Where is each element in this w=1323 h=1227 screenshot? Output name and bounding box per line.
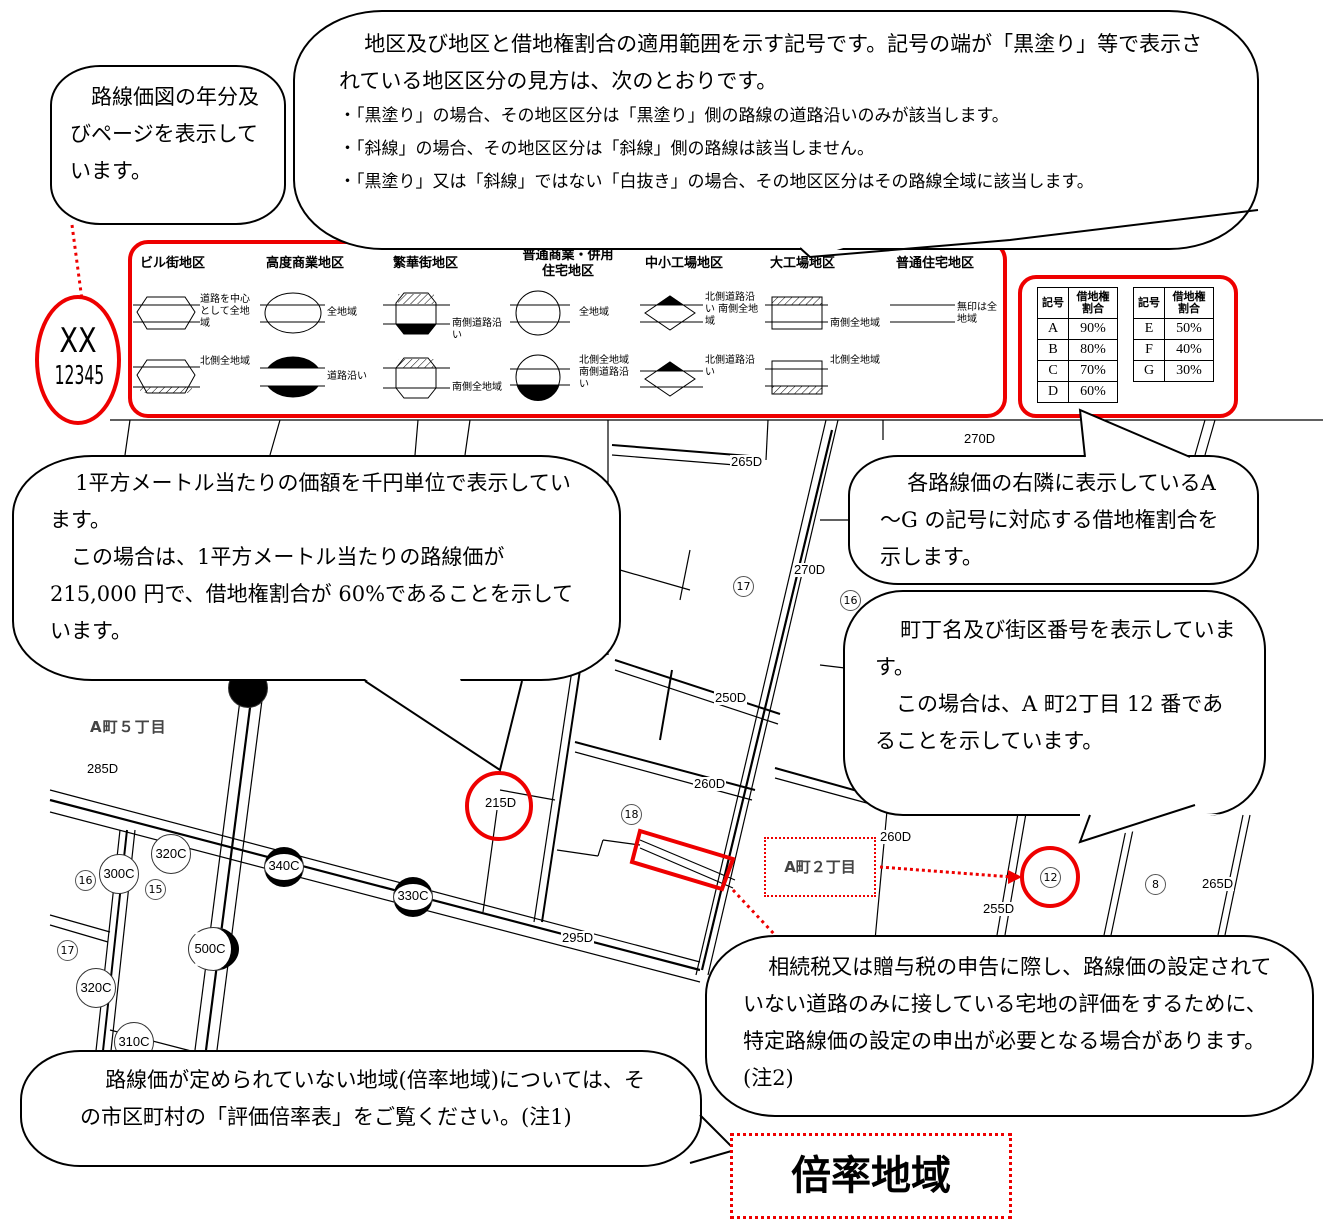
circled-price-300c: 300C (99, 854, 139, 894)
town-label-a2-box: A町２丁目 (764, 837, 876, 897)
legend-note-downtown-1: 南側道路沿い (452, 318, 502, 341)
route-price-265d-right: 265D (1201, 876, 1235, 891)
circled-price-330c: 330C (393, 877, 433, 917)
header-symbol: 記号 (1133, 287, 1165, 319)
legend-note-high-commercial-2: 道路沿い (327, 371, 367, 382)
circled-price-320c: 320C (151, 834, 191, 874)
legend-note-high-commercial-1: 全地域 (327, 307, 357, 318)
legend-note-small-factory-2: 北側道路沿い (705, 355, 755, 378)
legend-title-building: ビル街地区 (140, 256, 206, 271)
page-ref-page: 12345 (54, 361, 105, 391)
callout-block-explanation: 町丁名及び街区番号を表示しています。 この場合は、A 町2丁目 12 番であるこ… (843, 590, 1266, 816)
callout-page-reference: 路線価図の年分及びページを表示しています。 (50, 65, 286, 225)
callout-price-explanation: 1平方メートル当たりの価額を千円単位で表示しています。 この場合は、1平方メート… (12, 455, 621, 681)
town-label-a2: A町２丁目 (784, 858, 856, 876)
circled-price-320c-lower: 320C (76, 968, 116, 1008)
page-reference: XX 12345 (35, 295, 121, 425)
header-symbol: 記号 (1037, 287, 1069, 319)
circled-price-340c: 340C (264, 847, 304, 887)
route-price-295d: 295D (561, 930, 595, 945)
route-price-260d-right: 260D (879, 829, 913, 844)
legend-note-small-factory-1: 北側道路沿い 南側全地域 (705, 292, 759, 327)
block-18: 18 (621, 804, 642, 825)
header-ratio: 借地権割合 (1164, 287, 1214, 319)
callout-multiplier-area: 路線価が定められていない地域(倍率地域)については、その市区町村の「評価倍率表」… (20, 1050, 702, 1167)
legend-note-building-2: 北側全地域 (200, 356, 250, 367)
legend-note-large-factory-1: 南側全地域 (830, 318, 880, 329)
legend-title-residential: 普通住宅地区 (896, 256, 975, 271)
legend-note-general-commercial-1: 全地域 (579, 307, 609, 318)
legend-title-small-factory: 中小工場地区 (645, 256, 724, 271)
block-15: 15 (145, 879, 166, 900)
block-8: 8 (1145, 874, 1166, 895)
route-price-270d: 270D (793, 562, 827, 577)
header-ratio: 借地権割合 (1068, 287, 1118, 319)
route-price-260d: 260D (693, 776, 727, 791)
legend-note-downtown-2: 南側全地域 (452, 382, 502, 393)
legend-note-general-commercial-2: 北側全地域 南側道路沿い (579, 355, 629, 390)
page-ref-code: XX (59, 321, 97, 361)
legend-title-downtown: 繁華街地区 (393, 256, 459, 271)
legend-note-building-1: 道路を中心として全地域 (200, 294, 250, 329)
town-label-a5: A町５丁目 (90, 718, 167, 736)
legend-title-large-factory: 大工場地区 (770, 256, 836, 271)
route-price-270d-top: 270D (963, 431, 997, 446)
block-12: 12 (1040, 867, 1061, 888)
route-price-255d: 255D (982, 901, 1016, 916)
callout-ratio-explanation: 各路線価の右隣に表示しているA～G の記号に対応する借地権割合を示します。 (848, 455, 1259, 585)
route-price-215d: 215D (484, 795, 518, 810)
route-price-265d: 265D (730, 454, 764, 469)
circled-price-500c: 500C (188, 927, 239, 971)
block-16: 16 (75, 870, 96, 891)
callout-special-route-price: 相続税又は贈与税の申告に際し、路線価の設定されていない道路のみに接している宅地の… (705, 935, 1314, 1117)
legend-title-general-commercial: 普通商業・併用住宅地区 (522, 248, 614, 279)
block-17: 17 (57, 940, 78, 961)
callout-symbol-explanation: 地区及び地区と借地権割合の適用範囲を示す記号です。記号の端が「黒塗り」等で表示さ… (293, 10, 1259, 250)
block-16-right: 16 (840, 590, 861, 611)
route-price-250d: 250D (714, 690, 748, 705)
route-price-285d: 285D (86, 761, 120, 776)
multiplier-area-label: 倍率地域 (791, 1153, 951, 1199)
legend-title-high-commercial: 高度商業地区 (266, 256, 345, 271)
legend-note-large-factory-2: 北側全地域 (830, 355, 880, 366)
block-17-right: 17 (733, 576, 754, 597)
legend-note-residential-1: 無印は全地域 (957, 302, 997, 325)
multiplier-area-label-box: 倍率地域 (730, 1133, 1012, 1219)
